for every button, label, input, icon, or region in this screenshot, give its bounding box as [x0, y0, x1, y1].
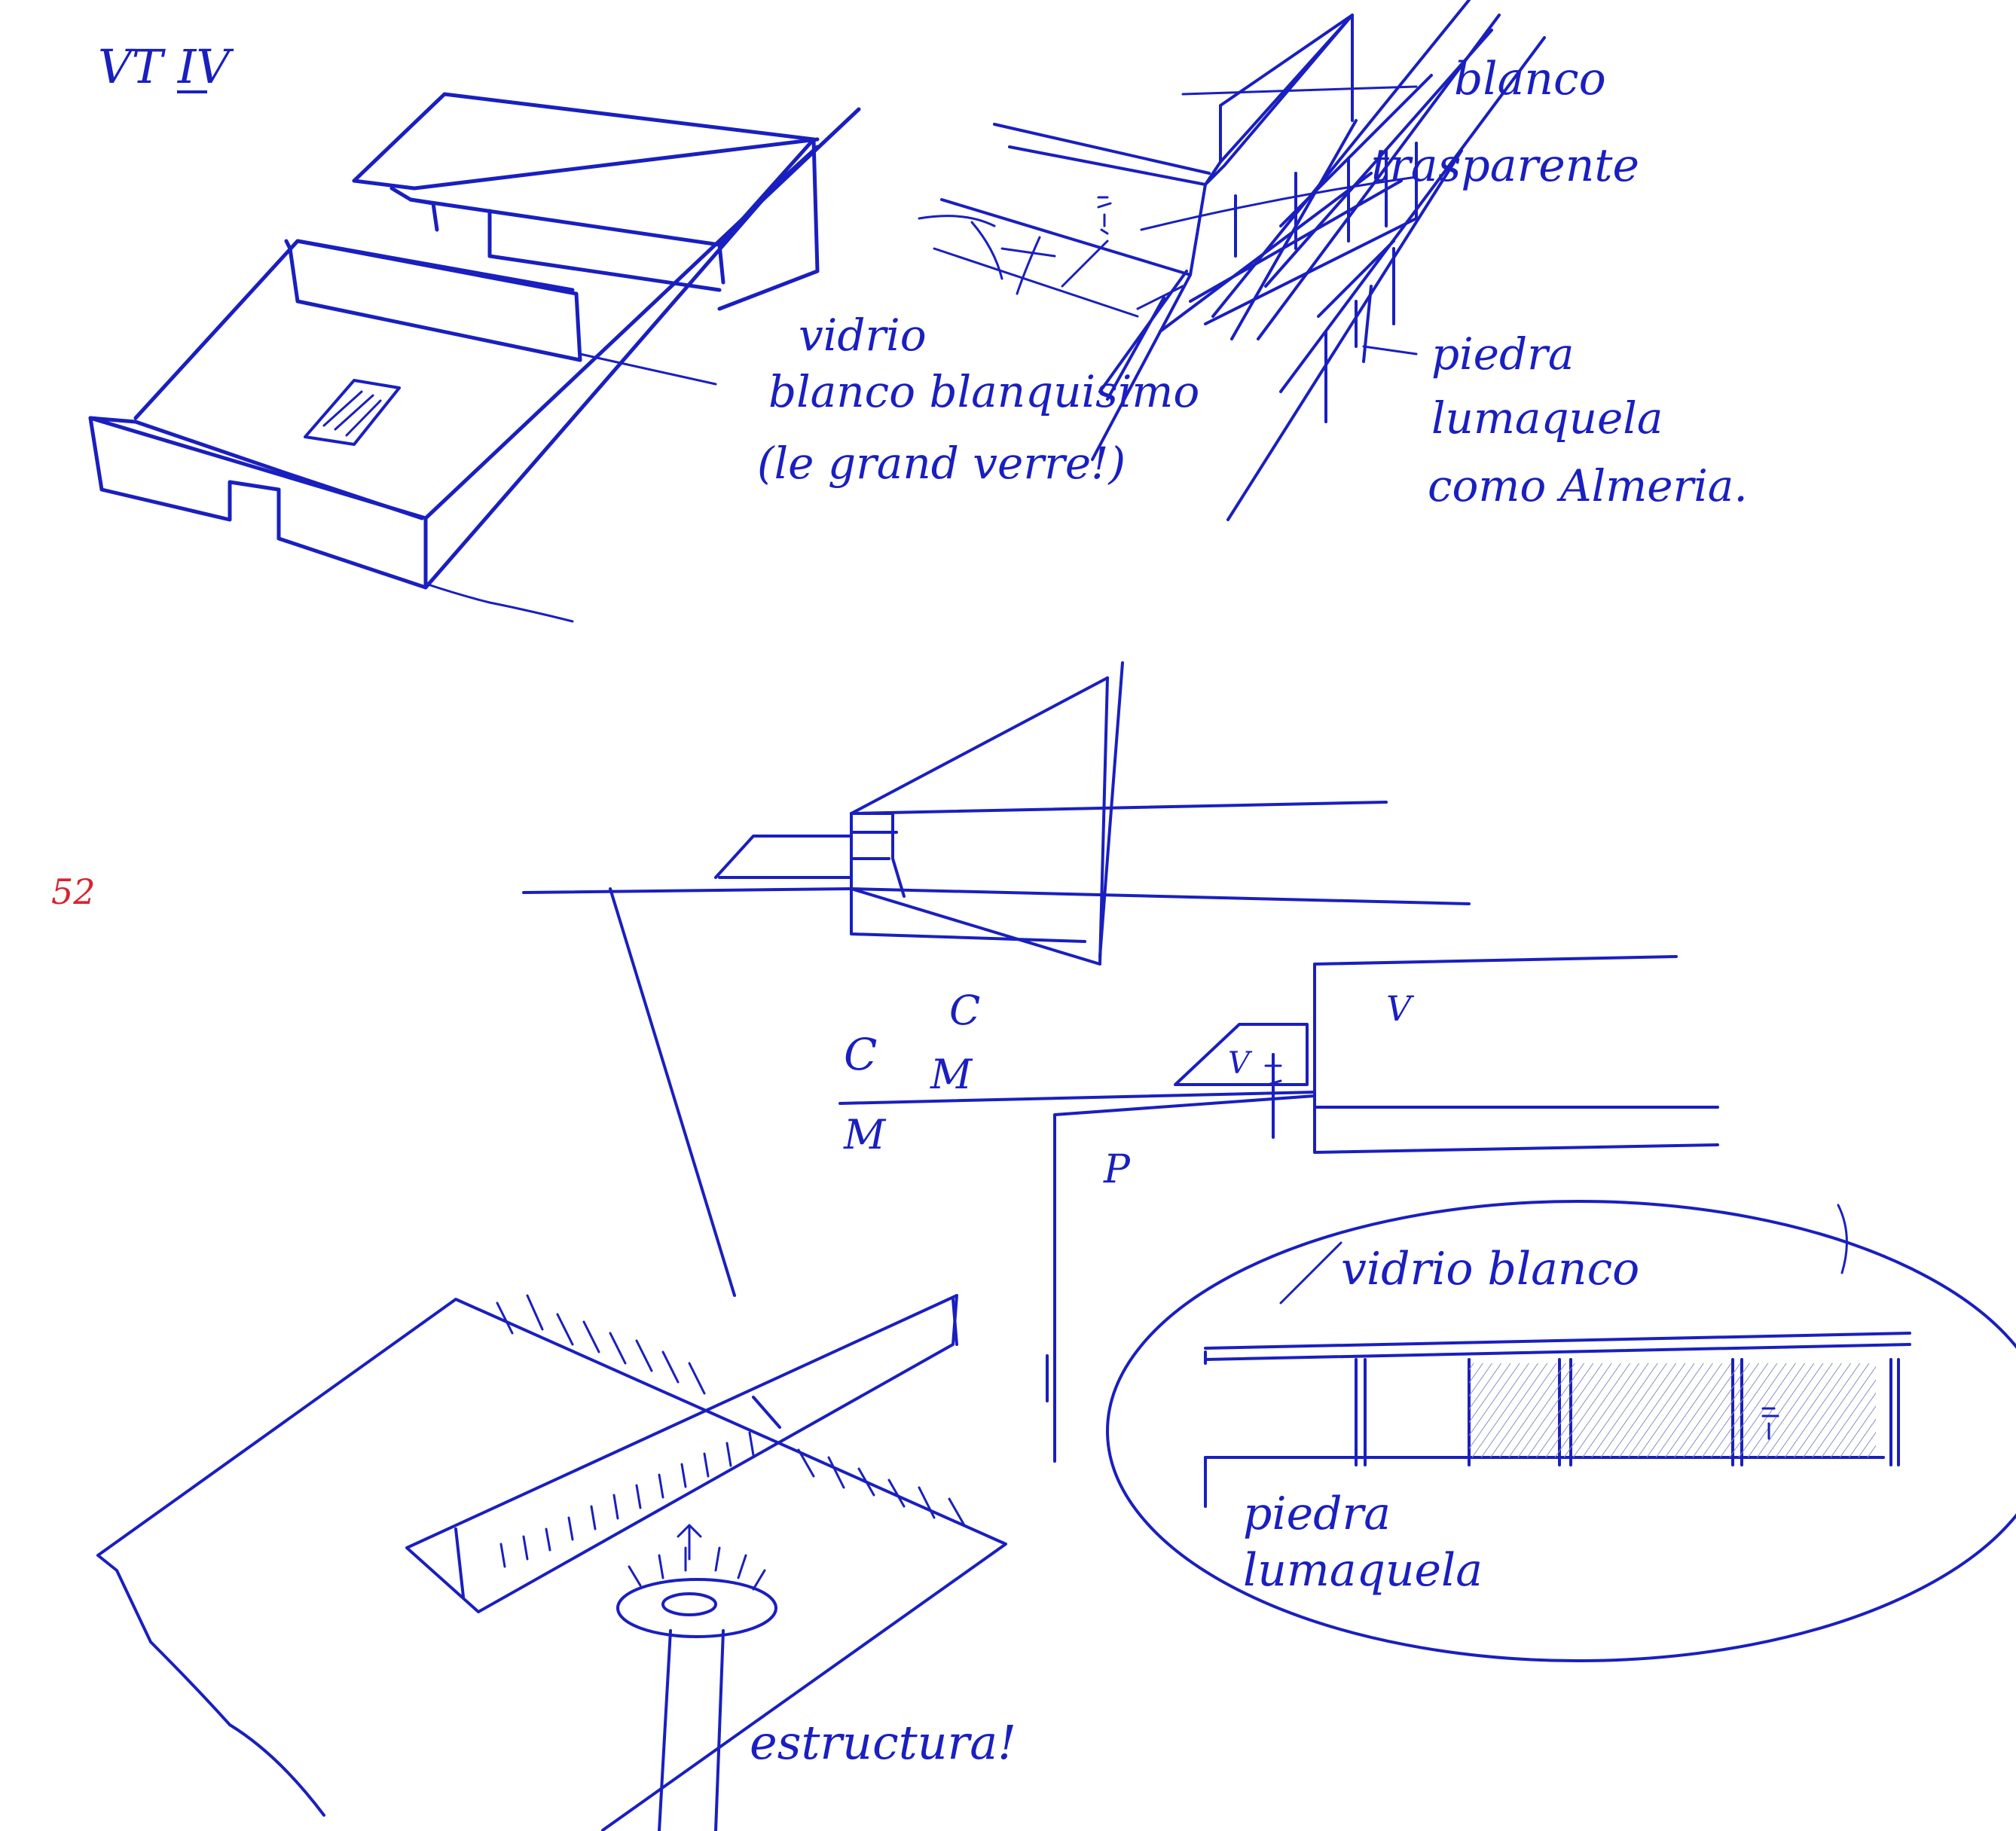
page-number: 52 — [51, 871, 96, 912]
label-estructura: estructura! — [750, 1715, 1016, 1770]
label-blanco-blanquisimo: blanco blanquisimo — [768, 366, 1199, 417]
label-c-upper: C — [949, 987, 980, 1034]
sheet-code: VT IV — [98, 39, 234, 94]
label-le-grand-verre: (le grand verre!) — [757, 438, 1126, 489]
label-transparente: trasparente — [1371, 139, 1639, 192]
oval-detail-sketch — [1106, 1200, 2016, 1662]
label-lumaquela: lumaquela — [1431, 392, 1663, 444]
annotations: VT IV 52 blanco trasparente vidrio blanc… — [51, 39, 1748, 1770]
section-sketch — [522, 661, 1719, 1463]
stepped-block-sketch — [88, 92, 861, 623]
label-m-lower: M — [843, 1111, 887, 1158]
label-como-almeria: como Almeria. — [1428, 460, 1748, 511]
label-p: P — [1103, 1147, 1131, 1192]
label-piedra-lower: piedra — [1243, 1488, 1391, 1540]
label-blanco: blanco — [1454, 53, 1606, 105]
label-m-upper: M — [930, 1051, 973, 1098]
label-c-left: C — [844, 1029, 877, 1080]
structure-plan-sketch — [96, 1294, 1007, 1831]
facade-perspective-sketch — [918, 0, 1546, 521]
label-lumaquela-lower: lumaquela — [1243, 1544, 1483, 1597]
label-vidrio-blanco: vidrio blanco — [1341, 1243, 1639, 1295]
label-v-lower: V — [1228, 1046, 1253, 1081]
label-v-upper: V — [1386, 988, 1415, 1029]
label-piedra: piedra — [1431, 328, 1574, 380]
label-vidrio: vidrio — [799, 310, 927, 361]
